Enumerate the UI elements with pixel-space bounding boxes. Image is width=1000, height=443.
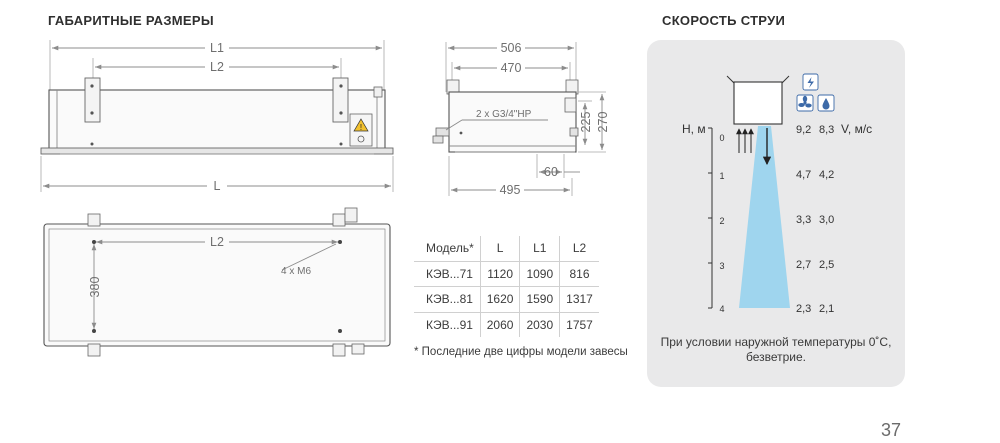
velocity-value: 4,7 [796, 169, 811, 181]
front-view: L1 L2 ! L [40, 40, 394, 193]
header-cell: L2 [559, 236, 599, 261]
depth-495-label: 495 [500, 183, 521, 197]
air-jet-cone [739, 126, 790, 308]
height-tick-label: 2 [719, 216, 724, 226]
dimensions-heading: ГАБАРИТНЫЕ РАЗМЕРЫ [48, 13, 214, 28]
height-270-label: 270 [596, 112, 610, 133]
height-tick-label: 0 [719, 133, 724, 143]
top-view: L2 380 4 x M6 [43, 207, 391, 357]
top-l2-label: L2 [210, 235, 224, 249]
velocity-value: 2,1 [819, 303, 834, 315]
header-cell: L1 [519, 236, 560, 261]
velocity-value: 2,3 [796, 303, 811, 315]
depth-380-label: 380 [88, 277, 102, 298]
l1-label: L1 [210, 41, 224, 55]
velocity-value: 8,3 [819, 124, 834, 136]
table-cell: 2030 [519, 312, 560, 337]
table-cell: 1620 [479, 286, 520, 312]
table-cell: 1317 [559, 286, 599, 312]
air-curtain-unit [733, 81, 783, 125]
height-axis-label: H, м [682, 122, 706, 136]
table-cell: КЭВ...71 [426, 266, 473, 281]
l2-label: L2 [210, 60, 224, 74]
bolts-label: 4 x M6 [281, 266, 311, 277]
offset-60-label: 60 [544, 165, 558, 179]
height-225-label: 225 [579, 112, 593, 133]
velocity-value: 4,2 [819, 169, 834, 181]
table-cell: КЭВ...81 [426, 292, 473, 307]
table-cell: 2060 [479, 312, 520, 337]
table-row: КЭВ...91 2060 2030 1757 [414, 312, 599, 337]
header-cell: L [479, 236, 520, 261]
model-dimensions-table: Модель* L L1 L2 КЭВ...71 1120 1090 816 К… [414, 236, 599, 337]
dimension-drawings: L1 L2 ! L 506 [40, 40, 610, 357]
side-view: 506 470 2 x G3/4"HP 270 225 60 [432, 40, 610, 197]
table-cell: 1590 [519, 286, 560, 312]
width-470-label: 470 [501, 61, 522, 75]
table-cell: 1120 [479, 261, 520, 287]
height-tick-label: 1 [719, 171, 724, 181]
jet-speed-heading: СКОРОСТЬ СТРУИ [662, 13, 786, 28]
height-tick-label: 4 [719, 304, 724, 314]
header-cell: Модель* [426, 241, 474, 256]
front-view-body [48, 89, 386, 151]
l-label: L [214, 179, 221, 193]
jet-speed-diagram: H, м V, м/с 0 1 2 3 4 9,2 8,3 4,7 4,2 3,… [682, 73, 872, 315]
warning-icon [353, 118, 369, 132]
table-row: КЭВ...71 1120 1090 816 [414, 261, 599, 287]
table-cell: 816 [559, 261, 599, 287]
top-view-body [43, 223, 391, 347]
velocity-value: 2,5 [819, 259, 834, 271]
width-506-label: 506 [501, 41, 522, 55]
table-footnote: * Последние две цифры модели завесы [414, 346, 628, 358]
velocity-value: 3,0 [819, 214, 834, 226]
velocity-axis-label: V, м/с [841, 122, 872, 136]
velocity-value: 2,7 [796, 259, 811, 271]
svg-text:!: ! [360, 123, 362, 132]
velocity-value: 9,2 [796, 124, 811, 136]
table-header-row: Модель* L L1 L2 [414, 236, 599, 261]
velocity-value: 3,3 [796, 214, 811, 226]
table-cell: 1757 [559, 312, 599, 337]
page-number: 37 [881, 420, 902, 440]
height-tick-label: 3 [719, 261, 724, 271]
table-cell: 1090 [519, 261, 560, 287]
conditions-note: При условии наружной температуры 0˚С, бе… [660, 335, 892, 364]
table-row: КЭВ...81 1620 1590 1317 [414, 286, 599, 312]
connection-label: 2 x G3/4"HP [476, 109, 532, 120]
table-cell: КЭВ...91 [426, 317, 473, 332]
side-view-body [448, 91, 577, 153]
